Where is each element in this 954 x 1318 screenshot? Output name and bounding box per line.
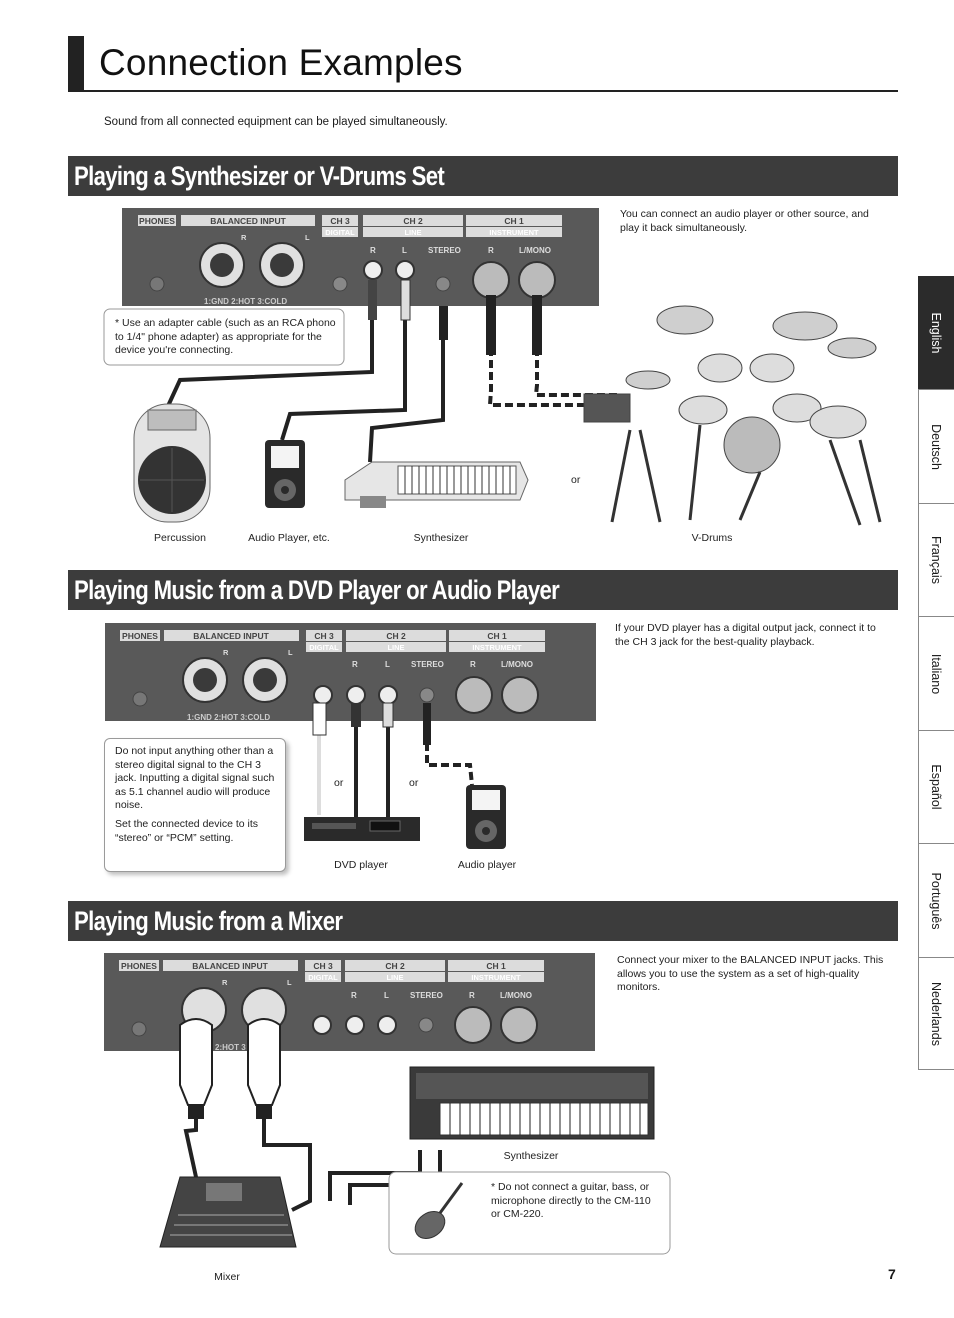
svg-text:LINE: LINE xyxy=(386,973,403,982)
svg-text:R: R xyxy=(352,660,358,669)
svg-text:L: L xyxy=(288,648,293,657)
caption-mixer: Mixer xyxy=(214,1271,240,1283)
tab-deutsch[interactable]: Deutsch xyxy=(918,390,954,504)
diagram-dvd-audio: PHONES BALANCED INPUT CH 3 DIGITAL CH 2 … xyxy=(105,623,596,871)
svg-text:L/MONO: L/MONO xyxy=(500,991,532,1000)
svg-text:L/MONO: L/MONO xyxy=(501,660,533,669)
svg-text:BALANCED INPUT: BALANCED INPUT xyxy=(192,961,268,971)
svg-text:INSTRUMENT: INSTRUMENT xyxy=(489,228,539,237)
caption-percussion: Percussion xyxy=(154,532,206,544)
svg-text:INSTRUMENT: INSTRUMENT xyxy=(472,643,522,652)
svg-text:CH 3: CH 3 xyxy=(330,216,350,226)
or-label: or xyxy=(571,474,581,486)
title-accent-bar xyxy=(68,36,84,92)
diagram-synth-vdrums: PHONES BALANCED INPUT CH 3 DIGITAL CH 2 … xyxy=(103,208,882,544)
label-balanced-input: BALANCED INPUT xyxy=(210,216,286,226)
svg-text:R: R xyxy=(351,991,357,1000)
guitar-icon xyxy=(414,1182,464,1239)
digital-input-warning: Do not input anything other than a stere… xyxy=(115,745,275,811)
svg-text:STEREO: STEREO xyxy=(410,991,443,1000)
adapter-callout xyxy=(103,308,345,366)
svg-text:CH 2: CH 2 xyxy=(386,631,406,641)
svg-text:R: R xyxy=(241,233,247,242)
synthesizer-image xyxy=(344,461,529,508)
tab-nederlands[interactable]: Nederlands xyxy=(918,958,954,1070)
synthesizer-image xyxy=(409,1066,655,1140)
svg-text:PHONES: PHONES xyxy=(122,631,158,641)
svg-text:2:HOT 3: 2:HOT 3 xyxy=(215,1043,246,1052)
adapter-callout-text: * Use an adapter cable (such as an RCA p… xyxy=(115,317,336,356)
svg-text:LINE: LINE xyxy=(387,643,404,652)
caption-synthesizer: Synthesizer xyxy=(504,1150,559,1162)
tab-italiano[interactable]: Italiano xyxy=(918,617,954,731)
svg-text:L: L xyxy=(287,978,292,987)
tab-column-border xyxy=(918,276,919,1070)
svg-text:L/MONO: L/MONO xyxy=(519,246,551,255)
caption-audio-player: Audio player xyxy=(458,859,517,871)
svg-text:R: R xyxy=(470,660,476,669)
svg-text:BALANCED INPUT: BALANCED INPUT xyxy=(193,631,269,641)
svg-text:DIGITAL: DIGITAL xyxy=(325,228,355,237)
percussion-image xyxy=(133,403,211,523)
section-heading-mixer: Playing Music from a Mixer xyxy=(68,901,898,941)
svg-text:INSTRUMENT: INSTRUMENT xyxy=(471,973,521,982)
svg-text:1:GND 2:HOT 3:COLD: 1:GND 2:HOT 3:COLD xyxy=(187,713,270,722)
caption-v-drums: V-Drums xyxy=(692,532,733,544)
svg-text:CH 1: CH 1 xyxy=(504,216,524,226)
svg-text:LINE: LINE xyxy=(404,228,421,237)
svg-text:CH 2: CH 2 xyxy=(403,216,423,226)
caption-audio-player: Audio Player, etc. xyxy=(248,532,330,544)
svg-text:CH 2: CH 2 xyxy=(385,961,405,971)
section-heading-synth-vdrums: Playing a Synthesizer or V-Drums Set xyxy=(68,156,898,196)
mixer-image xyxy=(159,1176,297,1248)
svg-text:CH 1: CH 1 xyxy=(486,961,506,971)
tab-english[interactable]: English xyxy=(918,276,954,390)
section2-description: If your DVD player has a digital output … xyxy=(615,622,876,648)
section3-description: Connect your mixer to the BALANCED INPUT… xyxy=(617,954,884,993)
label-phones: PHONES xyxy=(139,216,175,226)
svg-text:STEREO: STEREO xyxy=(411,660,444,669)
intro-text: Sound from all connected equipment can b… xyxy=(104,116,448,128)
diagram-mixer: PHONES BALANCED INPUT CH 3 DIGITAL CH 2 … xyxy=(104,953,671,1283)
audio-player-image xyxy=(466,785,506,849)
svg-text:R: R xyxy=(469,991,475,1000)
audio-player-image xyxy=(265,440,305,508)
svg-text:L: L xyxy=(385,660,390,669)
or-label-1: or xyxy=(334,777,344,789)
svg-text:L: L xyxy=(305,233,310,242)
svg-text:CH 3: CH 3 xyxy=(314,631,334,641)
caption-dvd-player: DVD player xyxy=(334,859,388,871)
svg-text:L: L xyxy=(402,246,407,255)
pcm-setting-note: Set the connected device to its “stereo”… xyxy=(115,818,259,844)
caption-synthesizer: Synthesizer xyxy=(414,532,469,544)
tab-francais[interactable]: Français xyxy=(918,504,954,617)
guitar-callout xyxy=(388,1171,671,1255)
svg-text:1:GND 2:HOT 3:COLD: 1:GND 2:HOT 3:COLD xyxy=(204,297,287,306)
svg-text:DIGITAL: DIGITAL xyxy=(308,973,338,982)
svg-text:R: R xyxy=(488,246,494,255)
tab-portugues[interactable]: Português xyxy=(918,844,954,958)
section1-description: You can connect an audio player or other… xyxy=(620,208,869,234)
svg-text:PHONES: PHONES xyxy=(121,961,157,971)
svg-text:R: R xyxy=(223,648,229,657)
svg-text:CH 3: CH 3 xyxy=(313,961,333,971)
svg-text:L: L xyxy=(384,991,389,1000)
svg-text:R: R xyxy=(370,246,376,255)
svg-text:STEREO: STEREO xyxy=(428,246,461,255)
page-title: Connection Examples xyxy=(99,42,463,83)
v-drums-image xyxy=(583,305,882,526)
dvd-player-image xyxy=(304,817,420,841)
title-rule xyxy=(68,90,898,92)
svg-text:DIGITAL: DIGITAL xyxy=(309,643,339,652)
section-heading-dvd-audio: Playing Music from a DVD Player or Audio… xyxy=(68,570,898,610)
svg-text:CH 1: CH 1 xyxy=(487,631,507,641)
guitar-warning-text: * Do not connect a guitar, bass, or micr… xyxy=(491,1181,651,1220)
digital-input-callout xyxy=(104,738,286,872)
svg-text:R: R xyxy=(222,978,228,987)
tab-espanol[interactable]: Español xyxy=(918,731,954,844)
page-number: 7 xyxy=(888,1266,896,1282)
or-label-2: or xyxy=(409,777,419,789)
